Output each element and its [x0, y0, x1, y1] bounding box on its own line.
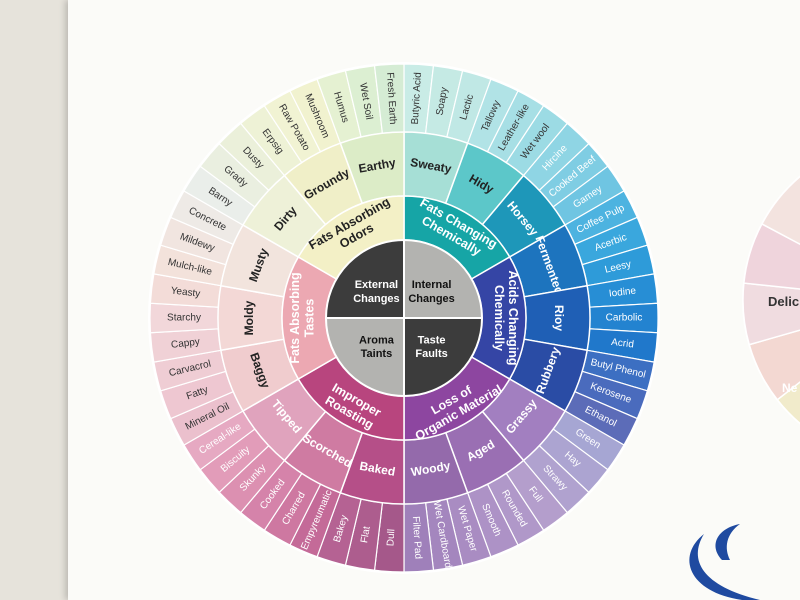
- center-quadrant: [324, 317, 405, 398]
- outer-label-flat: Flat: [359, 525, 373, 544]
- outer-label-yeasty: Yeasty: [170, 285, 201, 299]
- sub-label-moldy: Moldy: [242, 300, 256, 335]
- sub-label-woody: Woody: [410, 458, 452, 479]
- next-wheel-segment: [776, 381, 800, 425]
- outer-label-carbolic: Carbolic: [606, 313, 643, 324]
- category-label-fats-absorbing-tastes: Fats AbsorbingTastes: [288, 272, 316, 363]
- sub-label-earthy: Earthy: [358, 155, 398, 175]
- outer-label-soapy: Soapy: [434, 86, 450, 116]
- center-quadrant: [403, 317, 484, 398]
- outer-label-cappy: Cappy: [171, 337, 201, 351]
- center-quadrant: [324, 238, 405, 319]
- outer-label-butyric-acid: Butyric Acid: [410, 72, 424, 125]
- sub-label-baked: Baked: [358, 459, 396, 479]
- next-wheel-label-2: Ne: [782, 381, 798, 395]
- next-wheel-label-1: Delic: [768, 294, 799, 309]
- sub-label-rioy: Rioy: [552, 305, 566, 331]
- outer-label-starchy: Starchy: [167, 313, 201, 324]
- outer-label-dull: Dull: [385, 529, 397, 547]
- swoosh-logo: [689, 524, 760, 600]
- next-wheel-segment: [760, 175, 800, 246]
- category-label-acids-changing-chemically: Acids ChangingChemically: [492, 270, 520, 365]
- outer-label-iodine: Iodine: [608, 286, 637, 300]
- center-quadrant: [403, 238, 484, 319]
- outer-label-filter-pad: Filter Pad: [410, 516, 423, 559]
- outer-label-acrid: Acrid: [611, 337, 635, 351]
- outer-label-fresh-earth: Fresh Earth: [384, 72, 398, 125]
